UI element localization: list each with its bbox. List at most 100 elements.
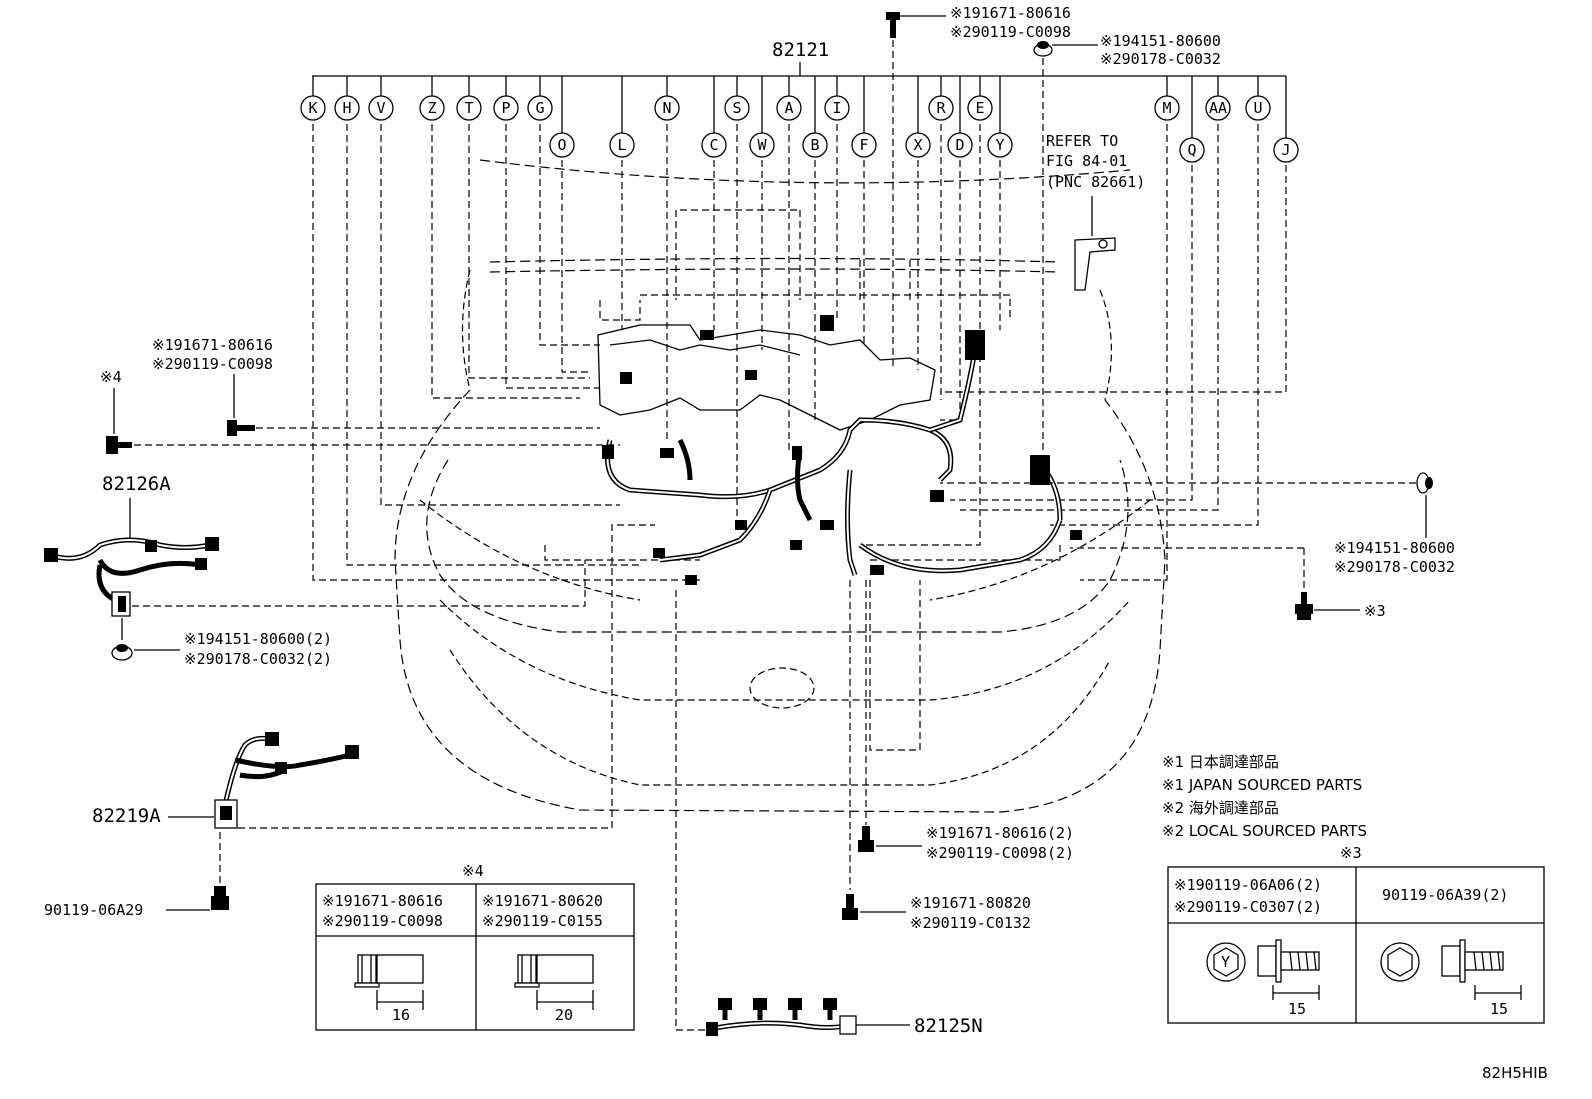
nut-82126A-part-2: ※290178-C0032(2) <box>184 650 332 668</box>
main-harness <box>597 237 1116 585</box>
hex-head-icon <box>1380 942 1420 982</box>
connector-letter-circle <box>802 132 828 158</box>
vehicle-outline <box>394 159 1166 813</box>
flange-bolt-icon <box>1257 939 1320 983</box>
table4-col2-length: 20 <box>555 1006 573 1024</box>
bolt-icon <box>842 894 858 920</box>
connector-letter-v: V <box>376 99 385 117</box>
flange-bolt-icon <box>514 954 594 988</box>
table4-col2-part-1: ※191671-80620 <box>482 892 603 910</box>
connector-letter-circle <box>928 95 954 121</box>
legend-line-2: ※1 JAPAN SOURCED PARTS <box>1162 776 1362 794</box>
table3-col1-length: 15 <box>1288 1000 1306 1018</box>
bolt-icon <box>858 826 874 852</box>
right-note3-callout: ※3 <box>1070 547 1386 620</box>
top-bolt-callout: ※191671-80616 ※290119-C0098 <box>886 4 1071 368</box>
table3-col1-head-mark: Y <box>1221 953 1230 971</box>
flange-bolt-icon <box>1441 939 1504 983</box>
sub-harness-82219A: 82219A <box>92 524 655 884</box>
connector-letter-circle <box>300 95 326 121</box>
connector-letter-circle <box>824 95 850 121</box>
bottom-bolt1-callout: ※191671-80616(2) ※290119-C0098(2) <box>858 580 1074 862</box>
bolt-82219A-part: 90119-06A29 <box>44 901 143 919</box>
connector-letter-c: C <box>709 136 718 154</box>
top-nut-part-1: ※194151-80600 <box>1100 32 1221 50</box>
connector-letter-circle <box>851 132 877 158</box>
nut-82126A-part-1: ※194151-80600(2) <box>184 630 332 648</box>
connector-letter-s: S <box>732 99 741 117</box>
left-note4-callout: ※4 <box>100 368 620 454</box>
connector-letter-aa: AA <box>1209 99 1227 117</box>
legend: ※1 日本調達部品 ※1 JAPAN SOURCED PARTS ※2 海外調達… <box>1162 753 1367 840</box>
bolt-icon <box>227 420 255 436</box>
bottom-bolt2-callout: ※191671-80820 ※290119-C0132 <box>842 580 1031 932</box>
figure-id: 82H5HIB <box>1482 1064 1548 1082</box>
top-nut-part-2: ※290178-C0032 <box>1100 50 1221 68</box>
hex-head-icon: Y <box>1206 942 1246 982</box>
connector-letter-circle <box>1205 95 1231 121</box>
connector-letter-circle <box>1154 95 1180 121</box>
connector-letter-o: O <box>557 136 566 154</box>
table3-col2-part-1: 90119-06A39(2) <box>1382 886 1508 904</box>
connector-letter-circle <box>368 95 394 121</box>
table4-col1-length: 16 <box>392 1006 410 1024</box>
table4-col2-part-2: ※290119-C0155 <box>482 912 603 930</box>
main-part-number: 82121 <box>772 39 829 61</box>
connector-letter-circle <box>654 95 680 121</box>
refer-note-line3: (PNC 82661) <box>1046 173 1145 191</box>
connector-letter-l: L <box>617 136 626 154</box>
refer-note-line1: REFER TO <box>1046 132 1118 150</box>
connector-letter-circle <box>1245 95 1271 121</box>
connector-letter-u: U <box>1253 99 1262 117</box>
nut-82126A-callout: ※194151-80600(2) ※290178-C0032(2) <box>111 618 332 668</box>
right-nut-part-1: ※194151-80600 <box>1334 539 1455 557</box>
connector-letter-circle <box>724 95 750 121</box>
sub-82126A-label: 82126A <box>102 473 171 495</box>
connector-letter-circle <box>967 95 993 121</box>
connector-letter-circle <box>701 132 727 158</box>
connector-letter-w: W <box>757 136 767 154</box>
left-bolt-callout: ※191671-80616 ※290119-C0098 <box>152 336 600 436</box>
sub-harness-82125N: 82125N <box>675 590 983 1037</box>
bottom-bolt1-part-2: ※290119-C0098(2) <box>926 844 1074 862</box>
connector-letter-z: Z <box>427 99 436 117</box>
connector-letter-k: K <box>308 99 317 117</box>
connector-letter-circle <box>493 95 519 121</box>
bottom-bolt1-part-1: ※191671-80616(2) <box>926 824 1074 842</box>
legend-line-3: ※2 海外調達部品 <box>1162 799 1279 817</box>
connector-letter-e: E <box>975 99 984 117</box>
connector-letter-q: Q <box>1187 141 1196 159</box>
connector-letter-circle <box>1179 137 1205 163</box>
connector-letter-f: F <box>859 136 868 154</box>
top-bolt-part-1: ※191671-80616 <box>950 4 1071 22</box>
connector-letter-circle <box>749 132 775 158</box>
connector-letter-a: A <box>784 99 793 117</box>
leader-lines <box>312 124 1287 581</box>
left-note4: ※4 <box>100 368 122 386</box>
table-note4-title: ※4 <box>462 862 484 880</box>
right-nut-callout: ※194151-80600 ※290178-C0032 <box>940 472 1455 576</box>
connector-letter-circle <box>947 132 973 158</box>
connector-letter-circle <box>419 95 445 121</box>
connector-letter-y: Y <box>995 136 1004 154</box>
connector-letter-g: G <box>535 99 544 117</box>
bolt-icon <box>1295 592 1313 620</box>
table4-col1-part-2: ※290119-C0098 <box>322 912 443 930</box>
bolt-82219A-callout: 90119-06A29 <box>44 886 229 919</box>
connector-letter-j: J <box>1281 141 1290 159</box>
connector-letter-t: T <box>464 99 473 117</box>
sub-harness-82126A: 82126A <box>44 473 586 617</box>
table-note3: ※3 ※190119-06A06(2) ※290119-C0307(2) 901… <box>1167 844 1545 1024</box>
connector-letter-circle <box>1273 137 1299 163</box>
table-note3-title: ※3 <box>1340 844 1362 862</box>
connector-letter-circle <box>549 132 575 158</box>
connector-letter-r: R <box>936 99 946 117</box>
connector-letter-d: D <box>955 136 964 154</box>
connector-letter-p: P <box>501 99 510 117</box>
connector-letter-circle <box>776 95 802 121</box>
right-note3: ※3 <box>1364 602 1386 620</box>
nut-icon <box>1416 472 1433 494</box>
